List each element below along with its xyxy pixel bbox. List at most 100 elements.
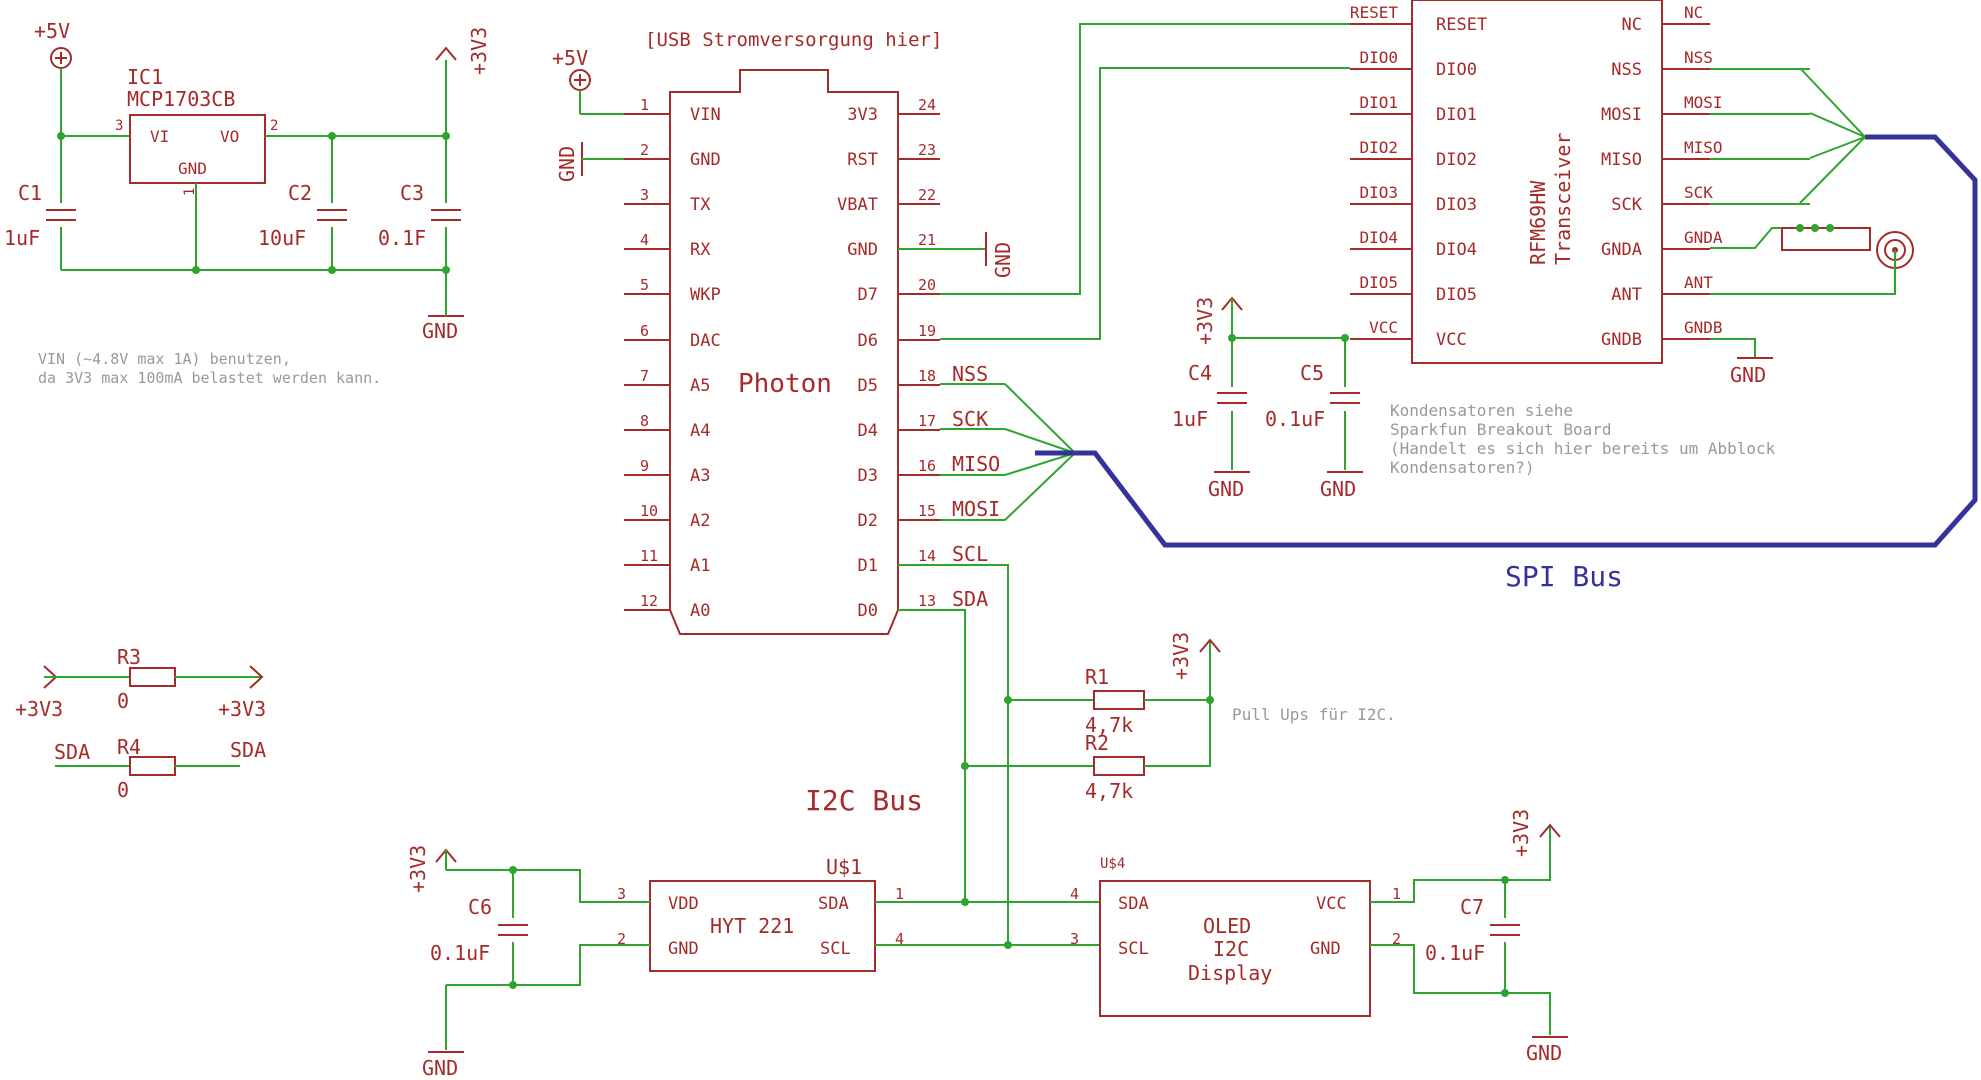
photon-right-pin-num: 14 [918, 547, 936, 565]
oled-line2: I2C [1213, 937, 1249, 961]
photon-left-pin-num: 11 [640, 547, 658, 565]
c7-gnd-label: GND [1526, 1041, 1562, 1065]
rfm-left-pin: RESET [1436, 15, 1487, 35]
jumper-resistors: R3 0 +3V3 +3V3 R4 0 SDA SDA [15, 645, 266, 802]
photon-left-pin-label: A1 [690, 556, 710, 576]
kond-note-4: Kondensatoren?) [1390, 458, 1535, 477]
cap-c5-ref: C5 [1300, 361, 1324, 385]
r1-body [1093, 690, 1145, 710]
photon-right-pin-num: 18 [918, 367, 936, 385]
photon-left-pin-label: GND [690, 150, 721, 170]
photon-left-pin-num: 1 [640, 96, 649, 114]
cap-c6-ref: C6 [468, 895, 492, 919]
cap-c7 [1490, 918, 1520, 942]
photon-left-pin-num: 9 [640, 457, 649, 475]
photon-right-net-label: SCK [952, 407, 988, 431]
photon-right-pin-num: 19 [918, 322, 936, 340]
rfm-right-pin: MOSI [1601, 105, 1642, 125]
rfm-body [1411, 0, 1663, 364]
i2c-section: R1 4,7k R2 4,7k +3V3 Pull Ups für I2C. I… [406, 564, 1568, 1080]
r4-right-net: SDA [230, 738, 266, 762]
kond-note-3: (Handelt es sich hier bereits um Abblock [1390, 439, 1776, 458]
hyt-scl: SCL [820, 939, 851, 959]
rfm-left-net: DIO0 [1359, 48, 1398, 67]
photon-left-pin-label: VIN [690, 105, 721, 125]
r3-left-net: +3V3 [15, 697, 63, 721]
i2c-bus-label: I2C Bus [805, 784, 923, 817]
cap-c2 [317, 203, 347, 227]
cap-c3-ref: C3 [400, 181, 424, 205]
cap-c4-val: 1uF [1172, 407, 1208, 431]
pullup-3v3-label: +3V3 [1169, 632, 1193, 680]
regulator-vi: VI [150, 127, 169, 146]
rfm-right-net: GNDA [1684, 228, 1723, 247]
photon-name: Photon [738, 369, 832, 399]
rfm-name: RFM69HW [1526, 180, 1550, 265]
regulator-pin2: 2 [270, 118, 278, 134]
c7-3v3-label: +3V3 [1509, 809, 1533, 857]
rfm-right-pin: GNDA [1601, 240, 1642, 260]
hyt-sda: SDA [818, 894, 849, 914]
r2-ref: R2 [1085, 731, 1109, 755]
rfm-right-net: SCK [1684, 183, 1713, 202]
photon-5v-label: +5V [552, 46, 588, 70]
rfm-left-net: VCC [1369, 318, 1398, 337]
photon-right-pin-label: VBAT [837, 195, 878, 215]
rfm-right-net: NSS [1684, 48, 1713, 67]
oled-pin1: 1 [1392, 885, 1401, 903]
photon-right-pin-num: 24 [918, 96, 936, 114]
photon-left-pin-num: 8 [640, 412, 649, 430]
rfm-left-pin: DIO3 [1436, 195, 1477, 215]
oled-scl: SCL [1118, 939, 1149, 959]
photon-gnd-left-label: GND [555, 146, 579, 182]
hyt-pin4: 4 [895, 930, 904, 948]
oled-line3: Display [1188, 961, 1272, 985]
rfm-left-net: DIO2 [1359, 138, 1398, 157]
oled-pin2: 2 [1392, 930, 1401, 948]
photon-right-pin-num: 23 [918, 141, 936, 159]
cap-c1 [46, 203, 76, 227]
photon-left-pin-label: TX [690, 195, 711, 215]
photon-left-pin-num: 4 [640, 231, 649, 249]
cap-c7-val: 0.1uF [1425, 941, 1485, 965]
cap-c4-ref: C4 [1188, 361, 1212, 385]
photon-left-pin-label: A5 [690, 376, 710, 396]
regulator-pin3: 3 [115, 118, 123, 134]
kond-note-2: Sparkfun Breakout Board [1390, 420, 1612, 439]
photon-left-pin-num: 6 [640, 322, 649, 340]
rfm-left-net: DIO5 [1359, 273, 1398, 292]
r1-val: 4,7k [1085, 713, 1133, 737]
photon-left-pin-num: 3 [640, 186, 649, 204]
rfm-left-pin: DIO5 [1436, 285, 1477, 305]
photon-right-pin-label: D3 [858, 466, 878, 486]
rfm-right-net: MISO [1684, 138, 1723, 157]
regulator-pin1: 1 [182, 188, 198, 196]
hyt-gnd: GND [668, 939, 699, 959]
supply-5v-label: +5V [34, 19, 70, 43]
r1-ref: R1 [1085, 665, 1109, 689]
rfm-left-pin: DIO1 [1436, 105, 1477, 125]
rfm-left-pin: DIO2 [1436, 150, 1477, 170]
rfm-right-pin: GNDB [1601, 330, 1642, 350]
hyt-vdd: VDD [668, 894, 699, 914]
regulator-body [129, 114, 266, 184]
r4-val: 0 [117, 778, 129, 802]
rfm-right-net: GNDB [1684, 318, 1723, 337]
photon-right-pin-label: D7 [858, 285, 878, 305]
cap-c5 [1330, 387, 1360, 411]
rfm-right-pin: MISO [1601, 150, 1642, 170]
usb-header: [USB Stromversorgung hier] [645, 29, 942, 51]
rfm-right-pins: NCNCNSSNSSMOSIMOSIMISOMISOSCKSCKGNDAGNDA… [1601, 3, 1810, 350]
photon-left-pin-num: 5 [640, 276, 649, 294]
photon-left-pin-num: 7 [640, 367, 649, 385]
photon-right-net-label: NSS [952, 362, 988, 386]
rfm-left-pin: VCC [1436, 330, 1467, 350]
regulator-ref: IC1 [127, 65, 163, 89]
rfm-left-pin: DIO0 [1436, 60, 1477, 80]
rfm-left-pins: RESETRESETDIO0DIO0DIO1DIO1DIO2DIO2DIO3DI… [1350, 3, 1487, 350]
cap-c1-val: 1uF [4, 226, 40, 250]
rfm-right-net: ANT [1684, 273, 1713, 292]
oled-pin3: 3 [1070, 930, 1079, 948]
photon-left-pin-label: A4 [690, 421, 710, 441]
